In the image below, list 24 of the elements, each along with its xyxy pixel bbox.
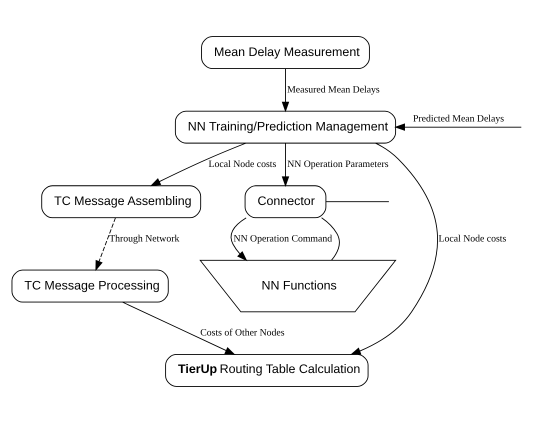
arrow	[282, 68, 290, 112]
arrow	[282, 143, 290, 188]
connector	[326, 201, 390, 202]
arrow	[394, 123, 522, 131]
edge-label: Local Node costs	[438, 234, 506, 245]
connector	[321, 217, 340, 261]
node-box: NN Training/Prediction Management	[174, 110, 396, 144]
node-box: Mean Delay Measurement	[201, 36, 370, 69]
arrow	[95, 217, 116, 272]
arrow	[350, 142, 438, 355]
node-box: TC Message Assembling	[41, 185, 202, 218]
node-box: TierUp Routing Table Calculation	[165, 354, 369, 387]
edge-label: Costs of Other Nodes	[200, 328, 285, 339]
node-box: Connector	[244, 185, 326, 218]
arrow	[122, 302, 236, 355]
edge-label: Local Node costs	[208, 158, 276, 170]
edge-label: Predicted Mean Delays	[413, 114, 504, 125]
arrow	[150, 142, 246, 186]
edge-label: NN Operation Command	[234, 234, 332, 245]
edge-label: NN Operation Parameters	[287, 158, 389, 170]
arrow	[230, 217, 248, 262]
node-box: TC Message Processing	[12, 270, 169, 303]
edge-label: Through Network	[109, 234, 180, 245]
edge-label: Measured Mean Delays	[287, 84, 380, 96]
